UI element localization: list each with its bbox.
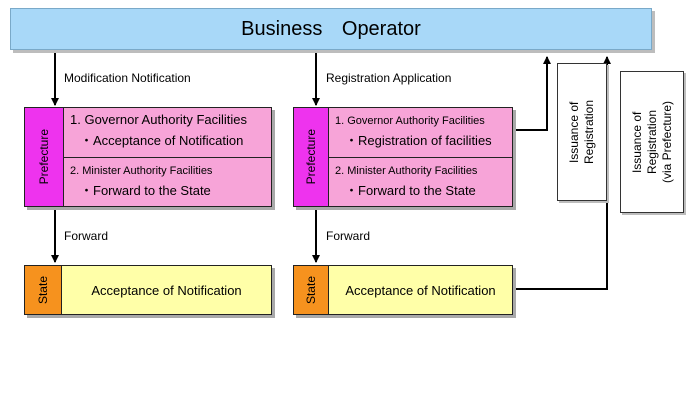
- left-forward-to-state: ・Forward to the State: [80, 183, 211, 198]
- issuance-line-2: Registration: [582, 99, 596, 165]
- left-minister-authority-row: 2. Minister Authority Facilities ・Forwar…: [64, 157, 271, 206]
- left-acceptance-of-notification: ・Acceptance of Notification: [80, 133, 244, 148]
- right-state-box: State Acceptance of Notification: [293, 265, 513, 315]
- left-governor-authority-title: 1. Governor Authority Facilities: [70, 112, 248, 127]
- right-forward-caption: Forward: [326, 229, 371, 243]
- left-prefecture-box: Prefecture 1. Governor Authority Facilit…: [24, 107, 272, 207]
- arrow-issuance-to-operator: [513, 56, 551, 131]
- issuance-via-prefecture-box: Issuance of Registration (via Prefecture…: [620, 71, 684, 213]
- left-minister-authority-title: 2. Minister Authority Facilities: [70, 165, 213, 177]
- issuance-line-1: Issuance of: [567, 101, 581, 163]
- issuance-of-registration-box: Issuance of Registration: [557, 63, 607, 201]
- registration-application-caption: Registration Application: [326, 71, 452, 85]
- issuance-via-line-1: Issuance of: [629, 111, 644, 173]
- right-forward-to-state: ・Forward to the State: [345, 183, 476, 198]
- right-state-label: State: [294, 266, 329, 314]
- modification-notification-caption: Modification Notification: [64, 71, 191, 85]
- issuance-via-line-3: (via Prefecture): [659, 100, 674, 184]
- left-state-label: State: [25, 266, 62, 314]
- issuance-via-line-2: Registration: [644, 109, 659, 175]
- left-forward-caption: Forward: [64, 229, 109, 243]
- left-governor-authority-row: 1. Governor Authority Facilities ・Accept…: [64, 108, 271, 157]
- business-operator-bar: Business Operator: [10, 8, 652, 50]
- left-state-box: State Acceptance of Notification: [24, 265, 272, 315]
- right-prefecture-label: Prefecture: [294, 108, 329, 206]
- right-governor-authority-row: 1. Governor Authority Facilities ・Regist…: [329, 108, 512, 157]
- right-prefecture-box: Prefecture 1. Governor Authority Facilit…: [293, 107, 513, 207]
- arrow-issuance-via-prefecture: [513, 56, 611, 290]
- left-state-acceptance-text: Acceptance of Notification: [91, 282, 242, 298]
- business-operator-title: Business Operator: [241, 17, 421, 40]
- right-minister-authority-row: 2. Minister Authority Facilities ・Forwar…: [329, 157, 512, 206]
- left-prefecture-label: Prefecture: [25, 108, 64, 206]
- right-state-acceptance-text: Acceptance of Notification: [345, 282, 496, 298]
- right-governor-authority-title: 1. Governor Authority Facilities: [335, 115, 485, 127]
- right-minister-authority-title: 2. Minister Authority Facilities: [335, 165, 478, 177]
- right-registration-of-facilities: ・Registration of facilities: [345, 133, 492, 148]
